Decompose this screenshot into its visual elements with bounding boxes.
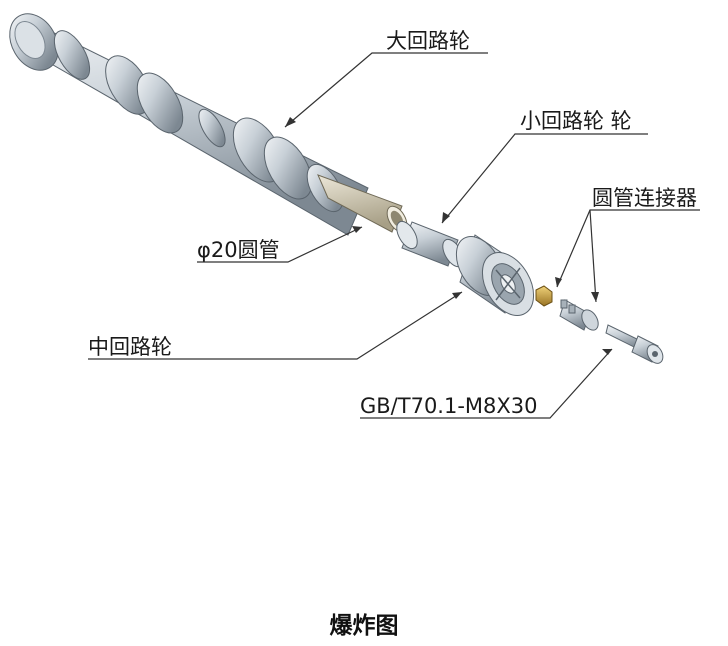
leader-small-wheel <box>441 133 648 224</box>
label-bolt: GB/T70.1-M8X30 <box>360 394 538 418</box>
leader-arrowheads <box>285 117 612 355</box>
label-tube: φ20圆管 <box>197 238 280 262</box>
large-roller-assembly <box>9 13 369 236</box>
tube-connector <box>535 285 599 331</box>
leader-tube <box>197 226 363 263</box>
leader-connector-a <box>556 209 700 288</box>
middle-roller <box>455 234 535 316</box>
small-roller <box>396 220 464 268</box>
label-connector: 圆管连接器 <box>592 186 697 210</box>
leader-middle-wheel <box>88 291 463 360</box>
figure-caption: 爆炸图 <box>329 613 399 639</box>
label-middle-wheel: 中回路轮 <box>88 335 172 359</box>
socket-head-bolt <box>605 324 664 364</box>
leader-bolt <box>360 348 613 419</box>
leader-lines <box>88 52 700 419</box>
label-small-wheel: 小回路轮 轮 <box>520 109 632 133</box>
leader-connector-b <box>589 209 597 303</box>
leader-large-wheel <box>284 52 488 128</box>
label-large-wheel: 大回路轮 <box>386 29 470 53</box>
